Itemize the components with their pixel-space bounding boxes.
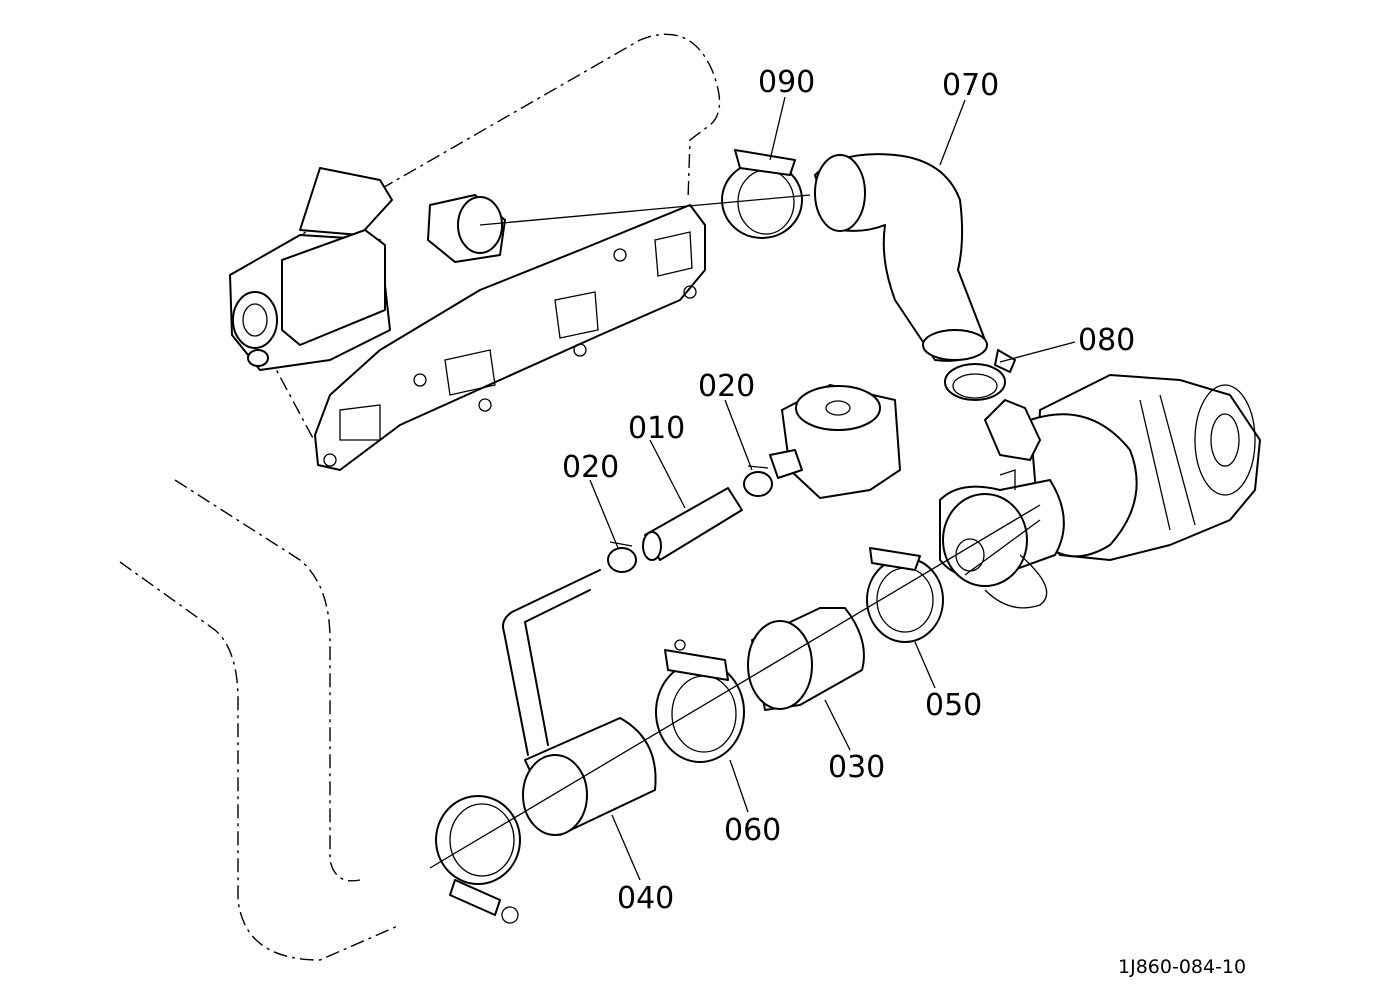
label-070: 070 — [942, 68, 999, 103]
label-020-lower: 020 — [562, 450, 619, 485]
hose-030 — [747, 607, 865, 711]
turbocharger — [939, 374, 1261, 609]
part-labels: 090 070 080 020 010 020 050 030 060 040 — [562, 65, 1135, 916]
hose-070 — [814, 153, 988, 362]
label-090: 090 — [758, 65, 815, 100]
clamp-lower — [435, 795, 521, 924]
label-010: 010 — [628, 411, 685, 446]
label-060: 060 — [724, 813, 781, 848]
phantom-engine-outline — [119, 33, 721, 961]
label-040: 040 — [617, 881, 674, 916]
label-080: 080 — [1078, 323, 1135, 358]
clamp-020-upper — [743, 465, 773, 497]
hose-040 — [522, 717, 657, 836]
drawing-code: 1J860-084-10 — [1118, 956, 1246, 978]
label-030: 030 — [828, 750, 885, 785]
clamp-050 — [866, 547, 944, 643]
bent-pipe — [502, 569, 601, 756]
exhaust-manifold — [229, 167, 706, 471]
assembly-axes — [429, 194, 1041, 869]
clamp-060 — [655, 639, 745, 763]
leader-lines — [589, 96, 1076, 881]
clamp-090 — [721, 149, 803, 239]
clamp-020-lower — [607, 541, 637, 573]
label-020-upper: 020 — [698, 369, 755, 404]
tube-010 — [642, 487, 743, 561]
label-050: 050 — [925, 688, 982, 723]
clamp-080 — [944, 349, 1016, 401]
sensor-unit — [769, 384, 901, 499]
